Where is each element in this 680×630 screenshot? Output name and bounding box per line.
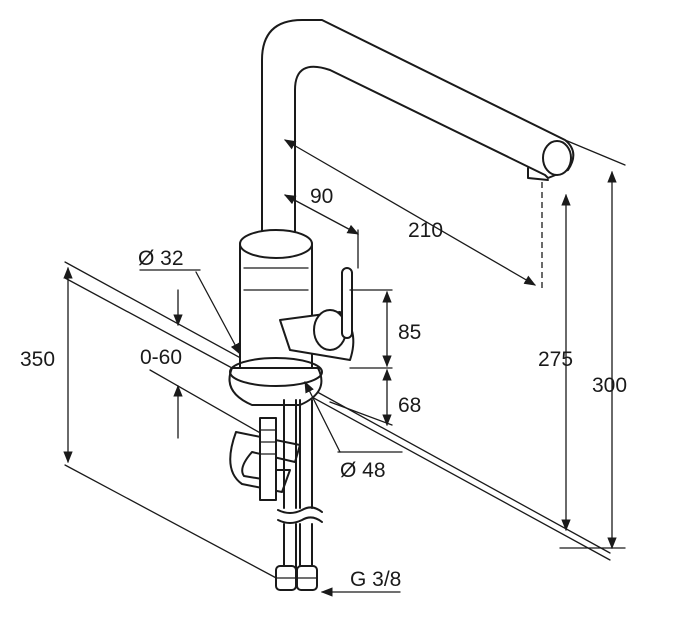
dim-275: 275: [538, 348, 573, 371]
spout-outlet: [542, 140, 572, 176]
dim-68: 68: [398, 394, 421, 417]
dim-g38: G 3/8: [350, 568, 401, 591]
dim-210: 210: [408, 219, 443, 242]
spout-pipe: [261, 19, 575, 246]
dim-350: 350: [20, 348, 55, 371]
lever-handle: [341, 267, 353, 339]
dim-ø48: Ø 48: [340, 459, 386, 482]
supply-hose-right: [299, 399, 313, 509]
countertop-lines: [64, 261, 611, 581]
threaded-rod: [259, 417, 277, 501]
dim-85: 85: [398, 321, 421, 344]
supply-hose-left: [283, 399, 297, 509]
dimension-lines: [63, 139, 626, 597]
dimension-labels: 300 275 210 90 Ø 32 Ø 48 85 68 350 0-60 …: [20, 185, 627, 591]
dim-300: 300: [592, 374, 627, 397]
dim-90: 90: [310, 185, 333, 208]
dim-ø32: Ø 32: [138, 247, 184, 270]
dim-0-60: 0-60: [140, 346, 182, 369]
